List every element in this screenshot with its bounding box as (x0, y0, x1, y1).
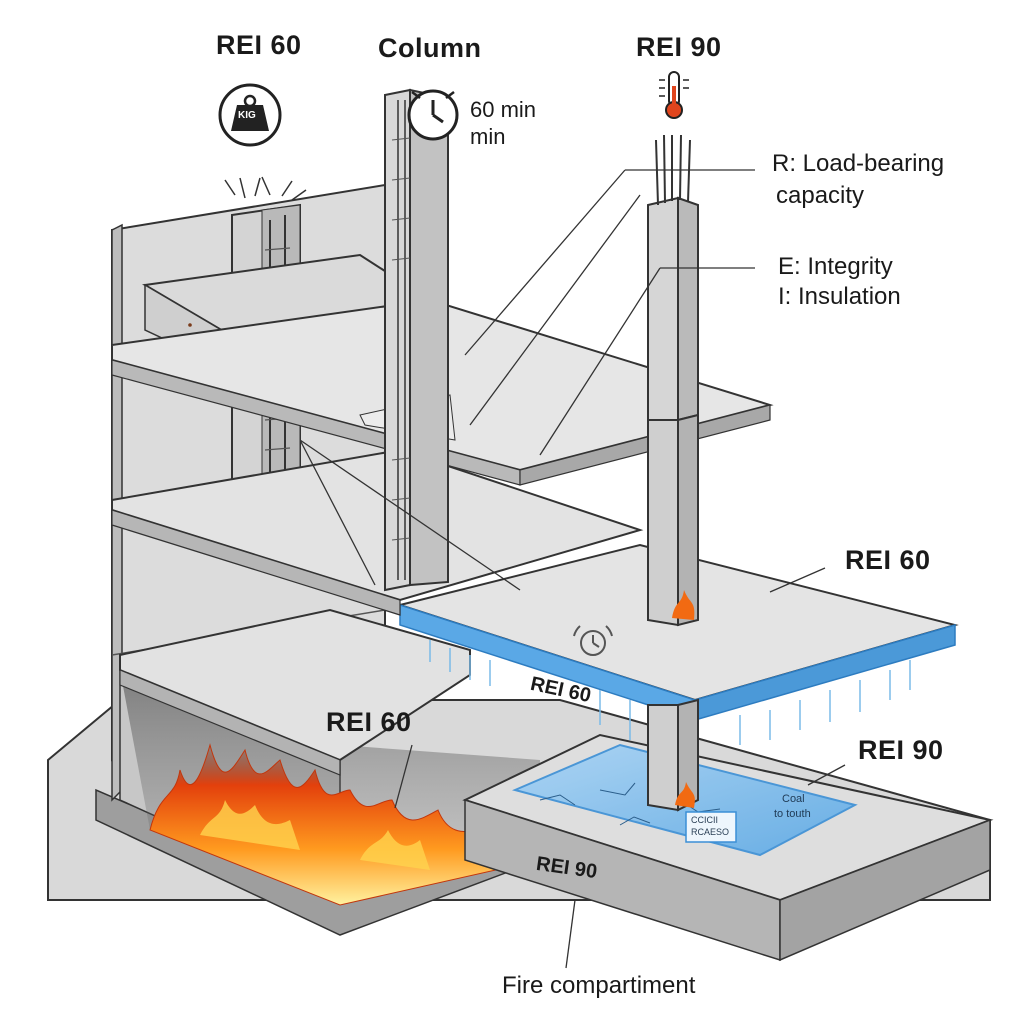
duration-line1: 60 min (470, 97, 537, 122)
rei90-top-label: REI 90 (636, 32, 722, 62)
middle-slab-left (119, 608, 471, 776)
cool-floor-slab (462, 733, 994, 962)
r-load-bearing-label: R: Load-bearing (772, 150, 945, 177)
note-card (685, 811, 737, 843)
fire-compartment-label: Fire compartiment (502, 972, 696, 999)
weight-icon (218, 83, 282, 147)
rei60-top-label: REI 60 (216, 30, 302, 60)
duration-line2: min (470, 124, 506, 149)
card-line1: CCICII (691, 815, 718, 825)
callout-lines (299, 169, 846, 969)
i-insulation-label: I: Insulation (778, 283, 901, 310)
rei60-left-label: REI 60 (326, 707, 412, 737)
center-column (384, 88, 449, 592)
timer-icon (407, 89, 459, 141)
weight-icon-text: KIG (238, 110, 256, 121)
small-timer-icon (573, 625, 613, 656)
e-integrity-label: E: Integrity (778, 253, 893, 280)
coal-line1: Coal (782, 793, 805, 805)
rei90-right-label: REI 90 (858, 735, 944, 765)
right-column (647, 134, 699, 812)
coal-line2: to touth (774, 808, 811, 820)
column-label: Column (378, 33, 482, 63)
second-slab (111, 448, 644, 616)
rei60-right-label: REI 60 (845, 545, 931, 575)
card-line2: RCAESO (691, 827, 730, 837)
r-capacity-label: capacity (776, 182, 865, 209)
thermometer-icon (659, 71, 689, 119)
